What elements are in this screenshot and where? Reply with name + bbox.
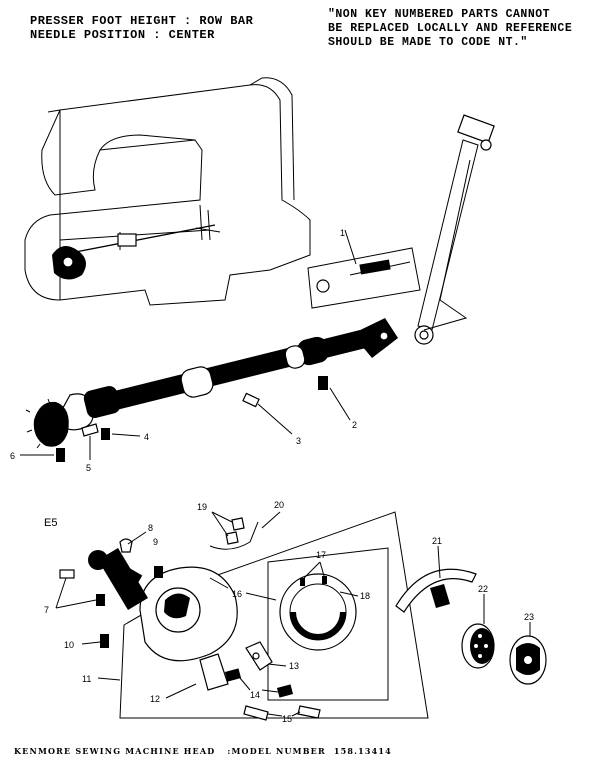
- part-21-crescent: [395, 568, 477, 613]
- hook-shaft-gear: [88, 548, 148, 610]
- leader-3: [257, 403, 293, 435]
- label-part-16: 16: [232, 589, 242, 599]
- label-part-19: 19: [197, 502, 207, 512]
- label-part-23: 23: [524, 612, 534, 622]
- label-part-14: 14: [250, 690, 260, 700]
- screw-part-8: [119, 538, 133, 553]
- label-part-13: 13: [289, 661, 299, 671]
- label-part-2: 2: [352, 420, 357, 430]
- screw-part-6: [56, 448, 65, 462]
- spring-part-14a: [224, 668, 242, 682]
- label-part-1: 1: [340, 228, 345, 238]
- leader-16: [245, 592, 277, 601]
- footer-caption: KENMORE SEWING MACHINE HEAD :MODEL NUMBE…: [14, 746, 392, 756]
- label-part-4: 4: [144, 432, 149, 442]
- leader-10: [81, 641, 101, 645]
- leader-1: [344, 229, 357, 265]
- note-line-2: BE REPLACED LOCALLY AND REFERENCE: [328, 22, 573, 35]
- screw-part-15a: [243, 705, 269, 721]
- leader-12: [165, 683, 197, 699]
- part-16-inset-box: [267, 547, 389, 701]
- label-part-11: 11: [82, 674, 91, 684]
- part-22-bobbin: [461, 623, 495, 669]
- screw-part-2: [318, 376, 328, 390]
- leader-13: [267, 663, 287, 667]
- footer-model-number: 158.13414: [333, 746, 392, 756]
- screw-part-4: [101, 428, 110, 440]
- leader-17a: [303, 561, 321, 579]
- leader-21: [437, 545, 441, 579]
- part-1-bracket: [307, 247, 421, 309]
- screw-part-19b: [225, 531, 239, 545]
- label-part-22: 22: [478, 584, 488, 594]
- connecting-rod: [414, 114, 495, 345]
- screw-part-5: [81, 423, 99, 437]
- section-label-e5: E5: [44, 517, 57, 529]
- lower-shaft: [57, 318, 398, 431]
- screw-part-9: [154, 566, 163, 578]
- label-part-3: 3: [296, 436, 301, 446]
- leader-2: [329, 387, 351, 421]
- leader-18: [339, 591, 359, 597]
- footer-model-label: MODEL NUMBER: [231, 746, 326, 756]
- needle-position-text: NEEDLE POSITION : CENTER: [30, 28, 215, 42]
- leader-11: [97, 677, 121, 681]
- label-part-21: 21: [432, 536, 442, 546]
- label-part-5: 5: [86, 463, 91, 473]
- label-part-6: 6: [10, 451, 15, 461]
- leader-7b: [55, 599, 97, 609]
- screw-part-10: [100, 634, 109, 648]
- screw-part-15b: [297, 705, 321, 719]
- leader-20: [261, 511, 281, 529]
- label-part-7: 7: [44, 605, 49, 615]
- part-23-bobbin-case: [509, 635, 547, 685]
- leader-7a: [55, 577, 67, 609]
- part-20-wire: [209, 521, 259, 550]
- label-part-20: 20: [274, 500, 284, 510]
- leader-14a: [239, 677, 251, 691]
- part-12-lever: [199, 653, 229, 691]
- screw-part-3: [242, 392, 260, 408]
- note-line-3: SHOULD BE MADE TO CODE NT.": [328, 36, 528, 49]
- label-part-17: 17: [316, 550, 326, 560]
- screw-part-7b: [96, 594, 105, 606]
- label-part-9: 9: [153, 537, 158, 547]
- bobbin-case-ring: [279, 573, 357, 651]
- leader-15b: [291, 711, 301, 717]
- leader-14b: [261, 689, 279, 693]
- screw-part-7a: [59, 569, 75, 579]
- footer-title: KENMORE SEWING MACHINE HEAD: [14, 746, 216, 756]
- leader-15a: [267, 713, 283, 717]
- header-settings: PRESSER FOOT HEIGHT : ROW BAR NEEDLE POS…: [30, 14, 253, 42]
- presser-foot-height-text: PRESSER FOOT HEIGHT : ROW BAR: [30, 14, 254, 28]
- hook-body: [139, 566, 238, 662]
- screw-part-19a: [231, 517, 245, 531]
- label-part-15: 15: [282, 714, 292, 724]
- spring-part-14b: [276, 684, 294, 698]
- label-part-18: 18: [360, 591, 370, 601]
- leader-19a: [211, 511, 233, 523]
- machine-head-outline: [24, 77, 311, 306]
- label-part-8: 8: [148, 523, 153, 533]
- header-note: "NON KEY NUMBERED PARTS CANNOT BE REPLAC…: [328, 8, 572, 50]
- label-part-10: 10: [64, 640, 74, 650]
- label-part-12: 12: [150, 694, 160, 704]
- leader-4: [111, 433, 141, 437]
- leader-19b: [211, 511, 229, 537]
- leader-17b: [319, 561, 325, 577]
- note-line-1: "NON KEY NUMBERED PARTS CANNOT: [328, 8, 551, 21]
- leader-8: [127, 531, 147, 545]
- hand-wheel-gear: [25, 398, 69, 449]
